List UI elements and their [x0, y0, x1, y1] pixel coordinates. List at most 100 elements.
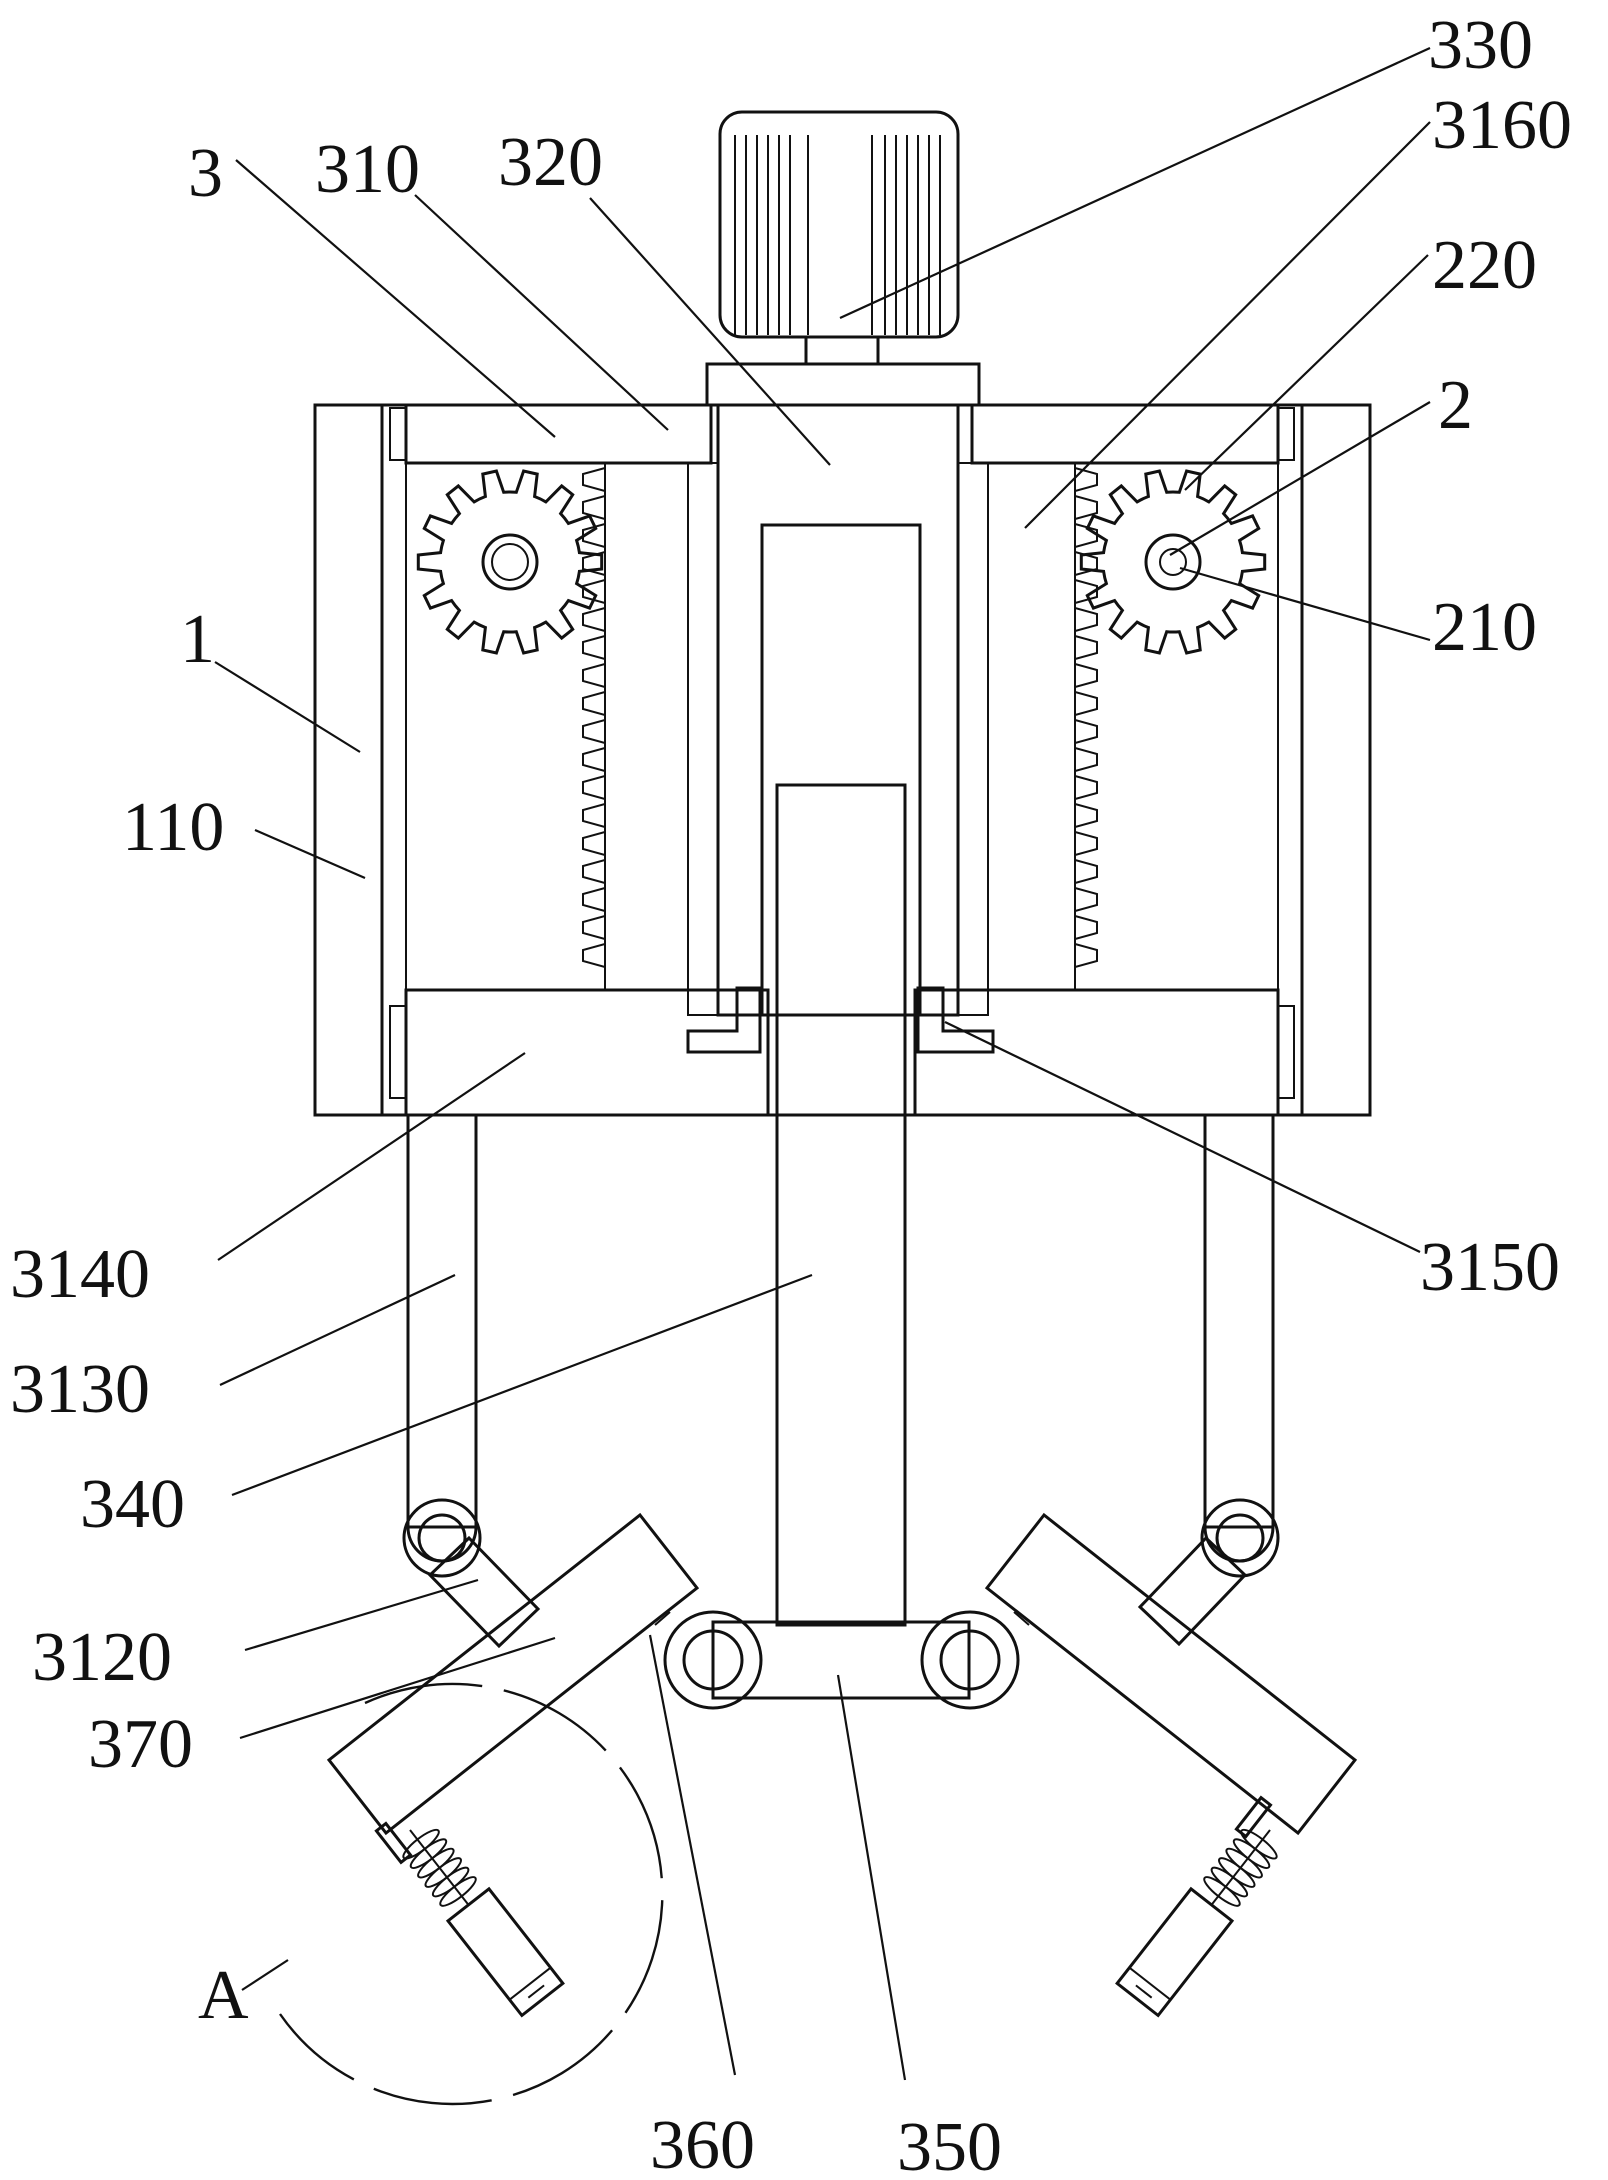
left-l-stop [686, 986, 762, 1054]
leader-lines [214, 46, 1431, 2081]
right-spring [1203, 1828, 1278, 1907]
label-3130: 3130 [10, 1351, 150, 1428]
right-gripper-arm [984, 1512, 1358, 1836]
left-gear [416, 469, 604, 655]
left-top-slider [389, 407, 407, 461]
diagonal-links [427, 1535, 1248, 1649]
leader-350 [836, 1674, 907, 2081]
cylinder-body [716, 403, 960, 1017]
left-diagonal-link [427, 1535, 541, 1649]
lower-plates [404, 986, 1280, 1117]
left-gear-shaft [481, 533, 539, 591]
reference-labels: 3 310 320 330 3160 220 2 210 1 110 3140 … [10, 7, 1572, 2180]
left-rack [582, 467, 606, 972]
leader-3150 [944, 1021, 1421, 1253]
right-upper-pin-inner [1215, 1513, 1265, 1563]
top-plates [404, 403, 1280, 465]
central-cylinder [687, 403, 989, 1627]
piston-rod [775, 783, 907, 1627]
label-350: 350 [897, 2109, 1002, 2180]
cylinder-bore [760, 523, 922, 1017]
motor [705, 110, 981, 407]
left-finger-tip-notch [527, 1984, 545, 1999]
leader-210 [1179, 566, 1431, 642]
motor-body [718, 110, 960, 339]
leader-220 [1184, 254, 1429, 491]
left-cylinder-sleeve [687, 462, 719, 1016]
leader-110 [254, 828, 366, 880]
leader-330 [839, 46, 1431, 320]
left-spring [402, 1828, 477, 1907]
left-link-end [406, 1526, 478, 1563]
motor-ribs [734, 135, 941, 335]
right-arm-bracket [1013, 1611, 1030, 1626]
left-finger-tip-groove [508, 1966, 552, 2001]
left-finger-tip [445, 1886, 565, 2018]
label-340: 340 [80, 1466, 185, 1543]
detail-circle-a [279, 1682, 664, 2106]
label-210: 210 [1432, 589, 1537, 666]
housing-frame [313, 403, 1372, 1117]
leader-1 [214, 661, 361, 753]
right-upper-pin [1200, 1498, 1280, 1578]
leader-2 [1169, 401, 1431, 556]
left-finger-assembly [374, 1821, 565, 2018]
racks [582, 463, 1098, 990]
leader-3120 [244, 1578, 479, 1652]
left-lower-pin-inner [682, 1629, 744, 1691]
leader-a [241, 1959, 289, 1991]
leader-370 [239, 1636, 556, 1740]
right-gear [1079, 469, 1267, 655]
leader-310 [414, 194, 669, 431]
left-upper-pin-inner [417, 1513, 467, 1563]
label-3160: 3160 [1432, 87, 1572, 164]
right-rack [1074, 467, 1098, 972]
right-lower-plate [913, 988, 1280, 1117]
left-gripper-arm [326, 1512, 700, 1836]
leader-340 [231, 1273, 813, 1497]
label-310: 310 [315, 131, 420, 208]
left-arm-bracket [654, 1611, 671, 1626]
right-lower-pin [920, 1610, 1020, 1710]
label-320: 320 [498, 124, 603, 201]
right-diagonal-link [1137, 1535, 1248, 1647]
gears [416, 469, 1267, 655]
label-3120: 3120 [32, 1619, 172, 1696]
left-lower-pin [663, 1610, 763, 1710]
right-top-slider [1277, 407, 1295, 461]
right-finger-tip-groove [1128, 1966, 1172, 2001]
right-gear-shaft-inner [1159, 548, 1187, 576]
label-330: 330 [1428, 7, 1533, 84]
right-cylinder-sleeve [957, 462, 989, 1016]
right-gear-shaft [1144, 533, 1202, 591]
spring-axis [1210, 1829, 1271, 1906]
left-top-plate [404, 403, 713, 465]
motor-shaft-coupling [804, 335, 880, 366]
left-gear-shaft-inner [491, 543, 529, 581]
pin-joints [402, 1498, 1280, 1710]
label-370: 370 [88, 1706, 193, 1783]
label-110: 110 [122, 789, 224, 866]
label-2: 2 [1438, 367, 1473, 444]
label-3: 3 [188, 135, 223, 212]
leader-3 [235, 159, 556, 438]
left-vertical-link [406, 1113, 478, 1529]
leader-3130 [219, 1274, 456, 1386]
motor-mount-plate [705, 362, 981, 407]
leader-3160 [1024, 121, 1431, 529]
label-220: 220 [1432, 227, 1537, 304]
label-3150: 3150 [1420, 1229, 1560, 1306]
left-bottom-slider [389, 1005, 407, 1099]
right-finger-assembly [1115, 1795, 1278, 2018]
right-finger-tip [1115, 1886, 1235, 2018]
left-lower-plate [404, 988, 770, 1117]
label-a: A [198, 1957, 249, 2034]
label-3140: 3140 [10, 1236, 150, 1313]
gripper-arms [326, 1512, 1358, 1836]
leader-3140 [217, 1052, 526, 1261]
right-lower-pin-inner [939, 1629, 1001, 1691]
label-360: 360 [650, 2107, 755, 2180]
left-spring-cap [374, 1821, 413, 1865]
